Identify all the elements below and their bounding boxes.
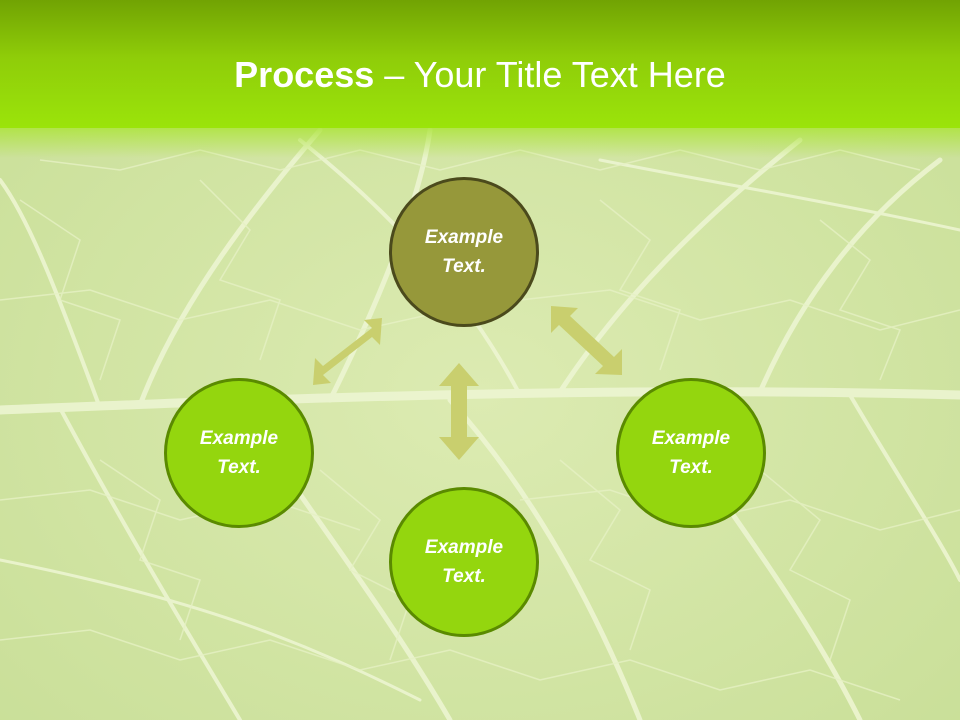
process-node-top-label: Example Text. [424,227,504,277]
arrow-top-right [551,306,622,375]
title-band-fade [0,128,960,158]
process-node-left-label: Example Text. [199,428,279,478]
process-node-top: Example Text. [389,177,539,327]
arrow-center-vertical [439,363,479,460]
process-node-right-label: Example Text. [651,428,731,478]
slide-title: Process – Your Title Text Here [0,52,960,98]
arrow-left-top [313,318,382,385]
title-band [0,0,960,128]
process-node-bottom: Example Text. [389,487,539,637]
slide-title-bold: Process [234,54,375,95]
process-node-left: Example Text. [164,378,314,528]
process-node-right: Example Text. [616,378,766,528]
process-node-bottom-label: Example Text. [424,537,504,587]
slide-title-rest: – Your Title Text Here [374,54,726,95]
